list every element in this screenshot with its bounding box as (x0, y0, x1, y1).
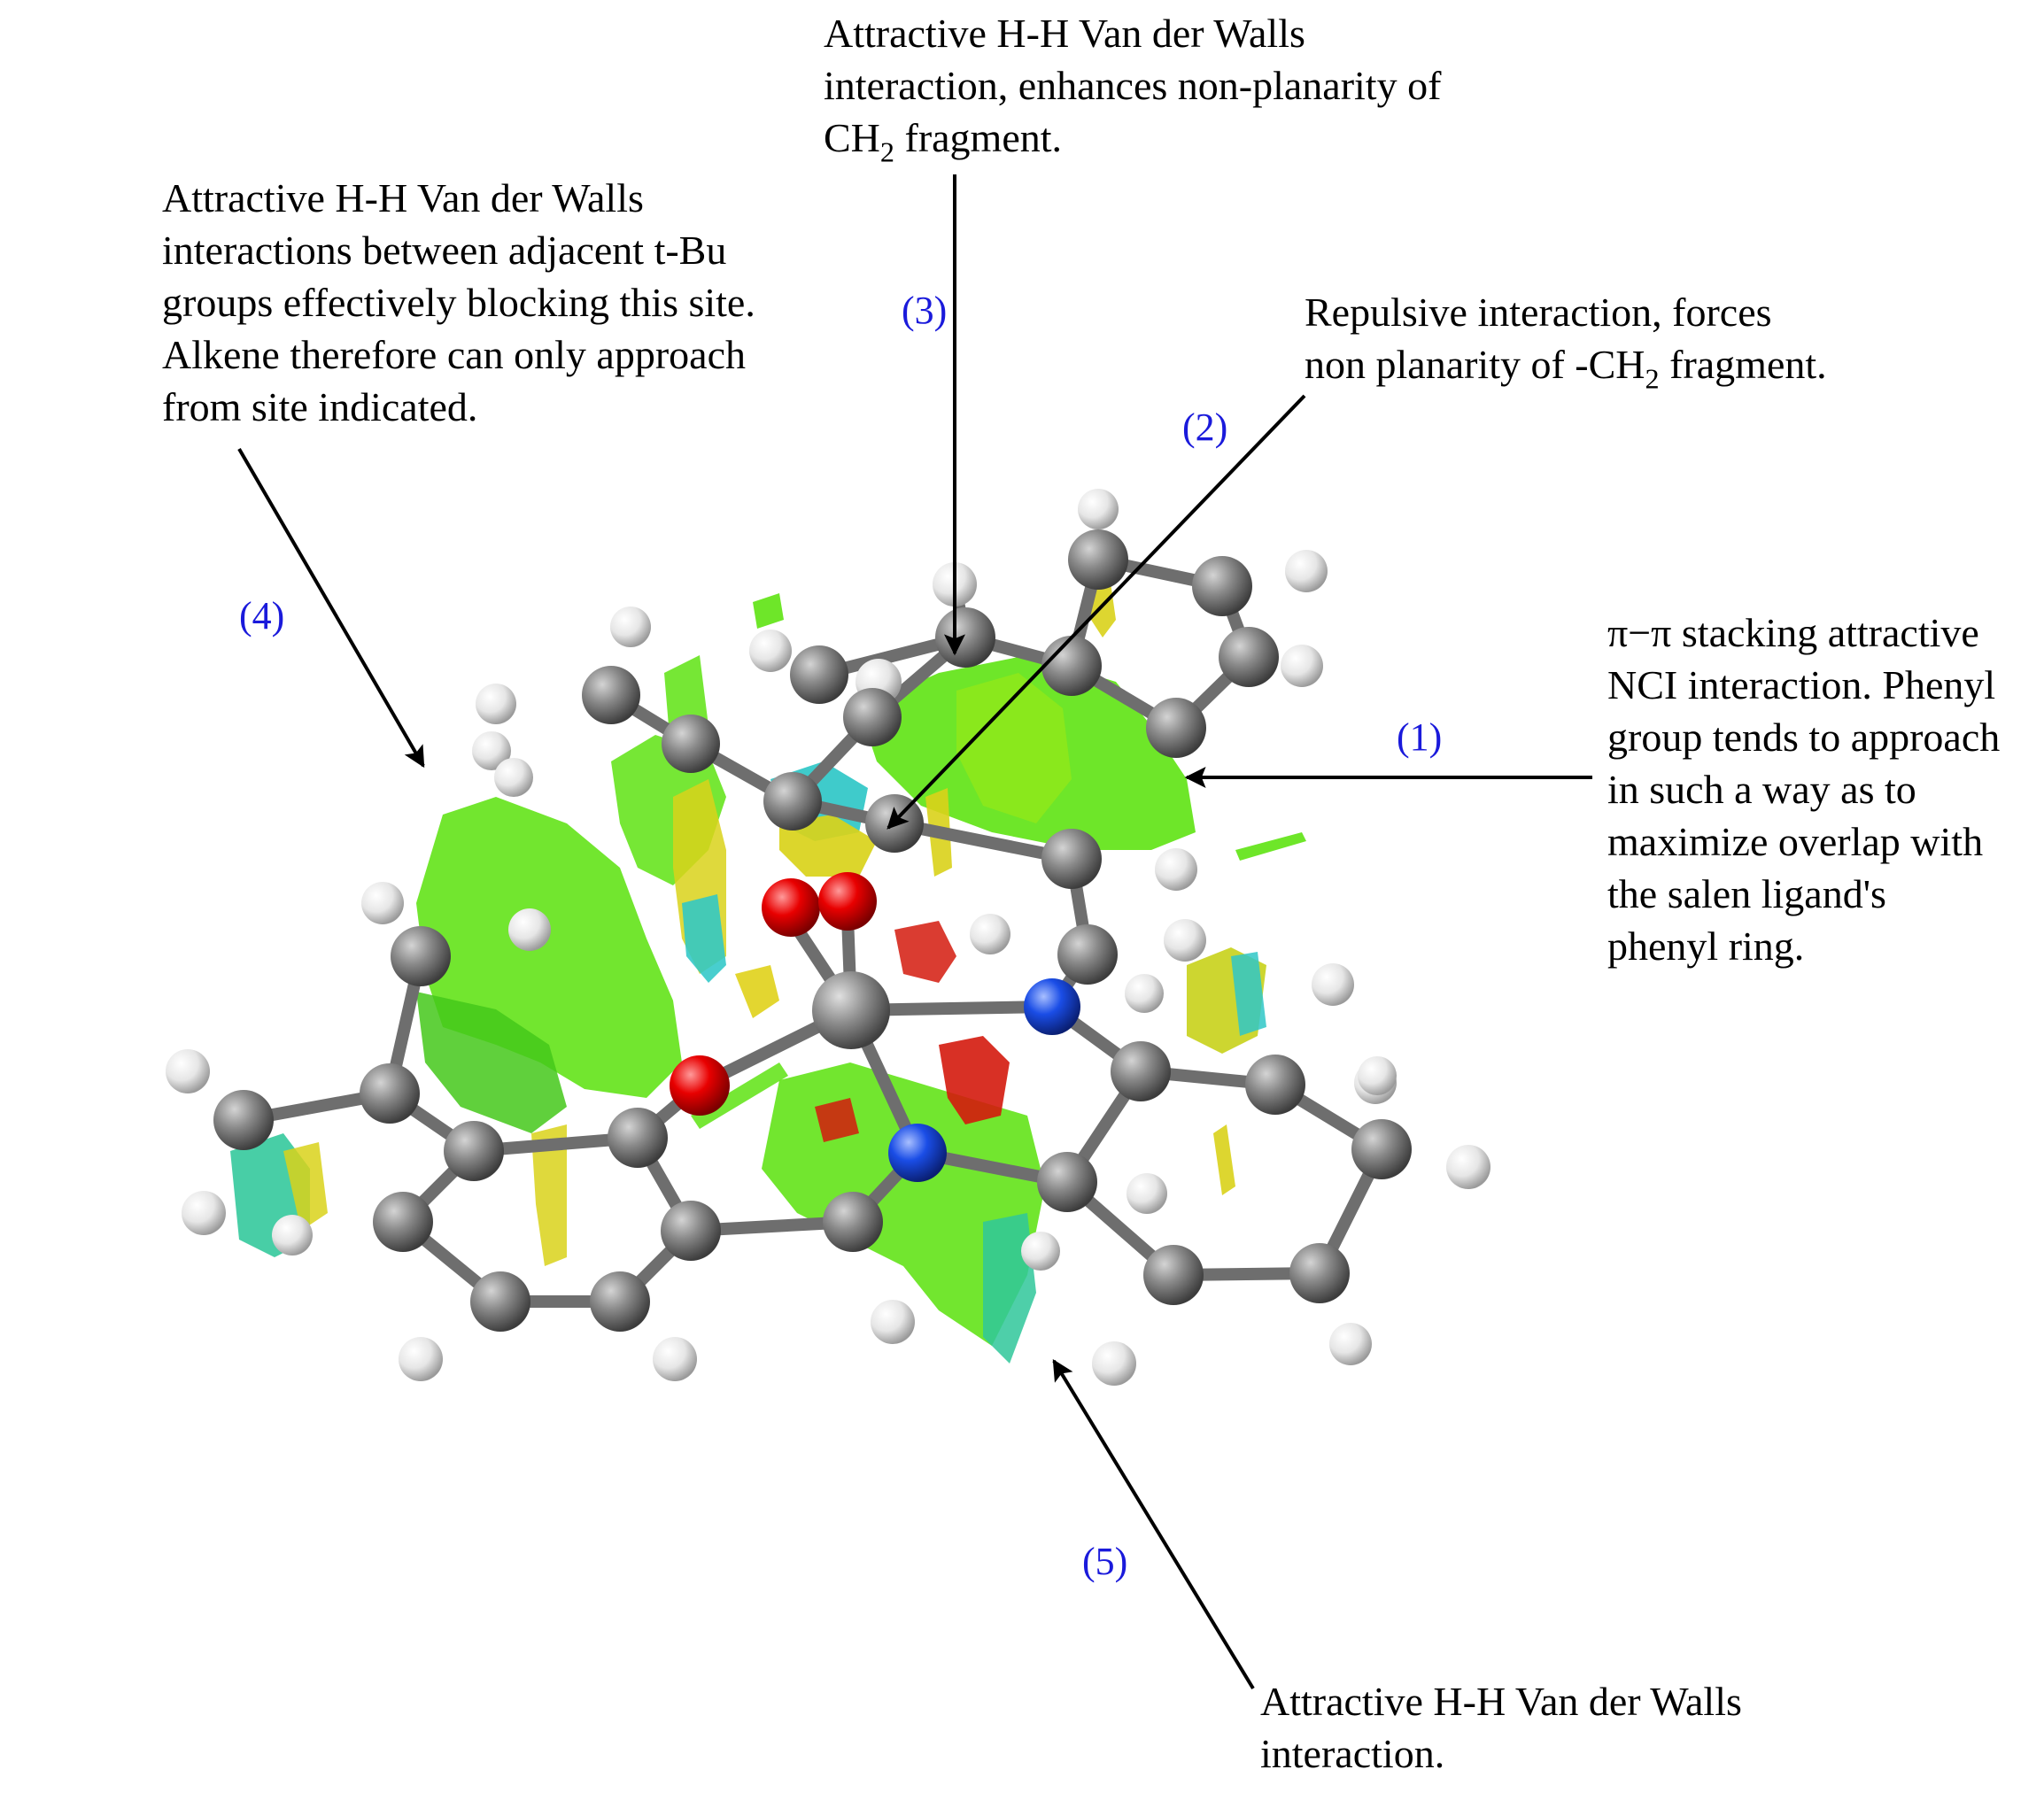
nci-surface-green-streak-2 (753, 593, 784, 629)
nci-surface-far-left-b (283, 1142, 328, 1231)
annotation-1-line-7: phenyl ring. (1607, 923, 1805, 969)
annotation-1-line-4: in such a way as to (1607, 767, 1916, 812)
atoms (166, 489, 1490, 1386)
annotation-1-line-3: group tends to approach (1607, 715, 2001, 760)
annotation-1-line-5: maximize overlap with (1607, 819, 1984, 864)
label-5: (5) (1082, 1540, 1128, 1583)
annotation-1-line-2: NCI interaction. Phenyl (1607, 662, 1996, 707)
annotation-4: Attractive H-H Van der Walls interaction… (162, 172, 755, 433)
nci-surface-green-streak (1235, 832, 1306, 861)
annotation-2-line-2: non planarity of -CH2 fragment. (1305, 342, 1827, 395)
label-3: (3) (902, 289, 948, 332)
arrow-5 (1052, 1358, 1255, 1690)
nci-surface-red-3 (735, 965, 779, 1018)
annotation-4-line-5: from site indicated. (162, 384, 478, 429)
arrow-2 (887, 394, 1306, 830)
annotation-2-line-1: Repulsive interaction, forces (1305, 290, 1772, 335)
annotation-3-line-1: Attractive H-H Van der Walls (824, 11, 1305, 56)
annotation-4-line-1: Attractive H-H Van der Walls (162, 175, 644, 220)
annotation-1-line-6: the salen ligand's (1607, 871, 1886, 916)
annotation-1: π−π stacking attractive NCI interaction.… (1607, 607, 2000, 972)
nci-surface-red-4 (815, 1098, 859, 1142)
annotation-5-line-2: interaction. (1260, 1731, 1445, 1776)
annotation-3-line-2: interaction, enhances non-planarity of (824, 63, 1442, 108)
annotation-3-line-3: CH2 fragment. (824, 115, 1063, 168)
nci-surface-red-1 (939, 1036, 1010, 1124)
nci-surface-green-diag (691, 1062, 788, 1129)
annotation-arrows (237, 174, 1592, 1690)
label-1: (1) (1397, 715, 1443, 759)
nci-surface-right-small-cyan (1231, 952, 1266, 1036)
nci-surface-yellow-far-right (1213, 1124, 1235, 1195)
nci-surface-cyan-left (682, 894, 726, 983)
nci-surface-left-b (416, 992, 567, 1133)
annotation-5: Attractive H-H Van der Walls interaction… (1260, 1675, 1742, 1780)
annotation-4-line-2: interactions between adjacent t-Bu (162, 228, 727, 273)
arrow-4 (237, 447, 425, 769)
label-2: (2) (1182, 406, 1228, 449)
annotation-2: Repulsive interaction, forces non planar… (1305, 286, 1827, 395)
annotation-4-line-4: Alkene therefore can only approach (162, 332, 747, 377)
nci-surface-lower-b (983, 1213, 1036, 1364)
annotation-4-line-3: groups effectively blocking this site. (162, 280, 755, 325)
nci-surface-upper-right-b (956, 673, 1072, 823)
annotation-5-line-1: Attractive H-H Van der Walls (1260, 1679, 1742, 1724)
label-4: (4) (239, 594, 285, 637)
nci-surface-yellow-low (531, 1124, 567, 1266)
annotation-3: Attractive H-H Van der Walls interaction… (824, 7, 1442, 168)
nci-surface-yellow-2 (779, 815, 877, 877)
nci-surface-red-2 (894, 921, 956, 983)
annotation-1-line-1: π−π stacking attractive (1607, 610, 1979, 655)
